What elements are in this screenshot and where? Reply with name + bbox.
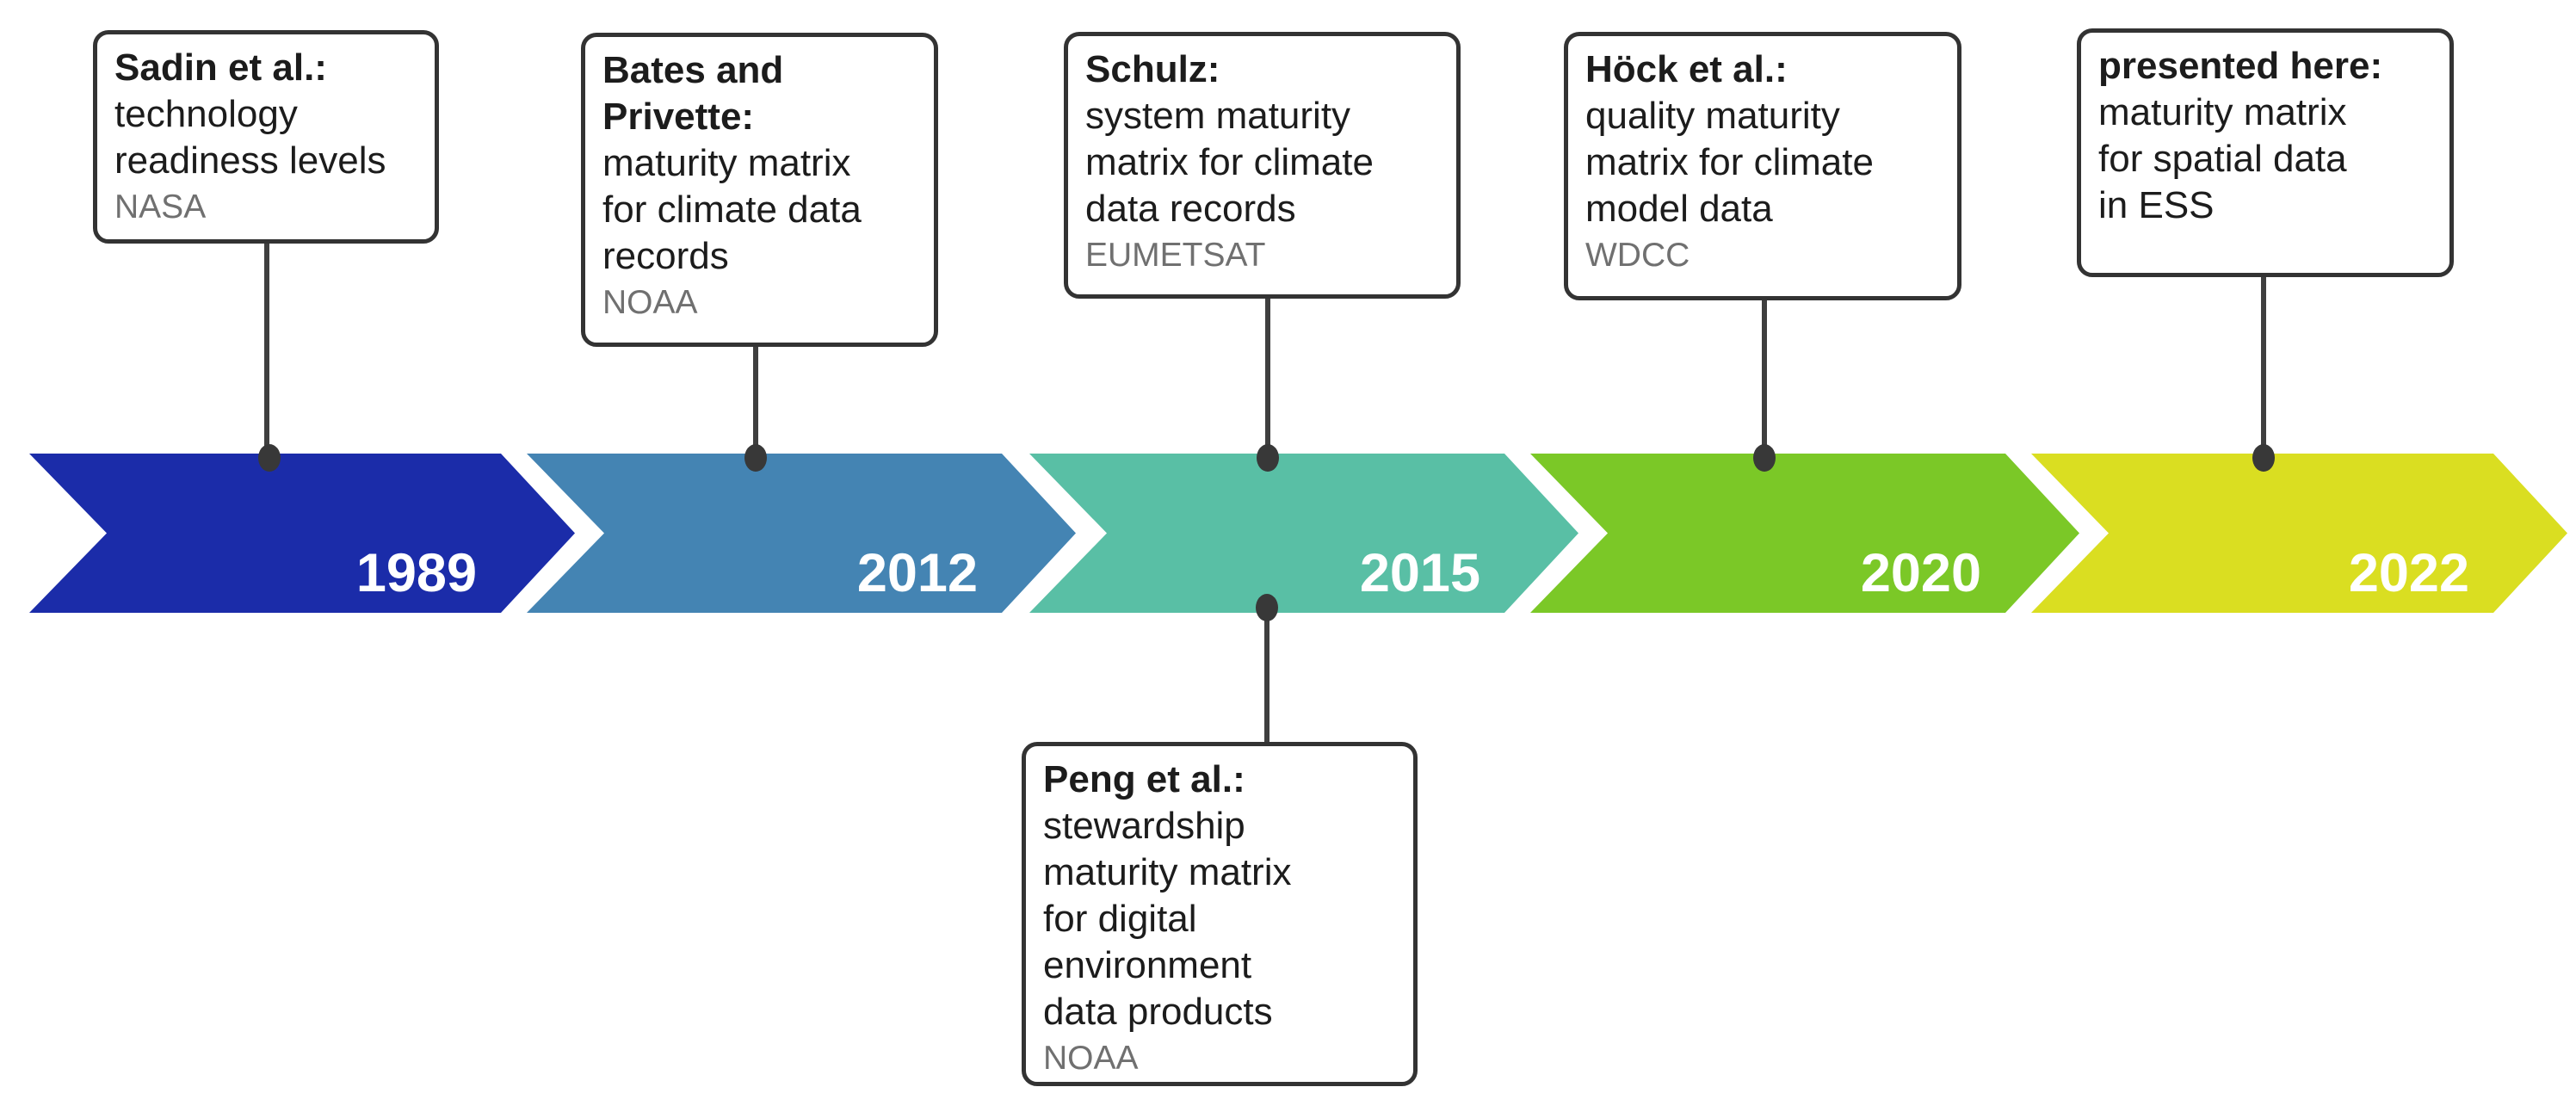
callout-body-line: for climate data [602, 188, 862, 231]
year-label-2022: 2022 [2348, 543, 2469, 603]
callout-sadin: Sadin et al.: technology readiness level… [93, 30, 439, 244]
timeline-arrow-2015: 2015 [1029, 454, 1578, 613]
year-label-1989: 1989 [355, 543, 477, 603]
callout-body-line: model data [1585, 188, 1773, 230]
callout-title: Privette: [602, 96, 755, 138]
connector-line-presented-here [2261, 272, 2266, 460]
callout-org: NOAA [602, 284, 698, 321]
callout-presented-here: presented here: maturity matrix for spat… [2077, 28, 2454, 277]
connector-dot-bates-privette [744, 444, 767, 472]
connector-line-bates-privette [753, 343, 758, 460]
callout-body-line: technology [114, 93, 298, 135]
connector-dot-schulz [1257, 444, 1279, 472]
callout-body-line: for digital [1043, 898, 1197, 940]
callout-bates-privette: Bates and Privette: maturity matrix for … [581, 33, 938, 347]
callout-body-line: maturity matrix [602, 142, 851, 184]
callout-title: presented here: [2098, 45, 2383, 87]
timeline-arrow-2012: 2012 [527, 454, 1076, 613]
timeline-arrow-2020: 2020 [1530, 454, 2079, 613]
year-label-2020: 2020 [1860, 543, 1981, 603]
callout-body-line: in ESS [2098, 184, 2215, 226]
callout-body-line: quality maturity [1585, 95, 1840, 137]
callout-title: Peng et al.: [1043, 758, 1245, 800]
callout-schulz: Schulz: system maturity matrix for clima… [1064, 32, 1461, 299]
callout-hoeck: Höck et al.: quality maturity matrix for… [1564, 32, 1961, 300]
callout-body-line: matrix for climate [1585, 141, 1874, 183]
callout-body-line: system maturity [1085, 95, 1351, 137]
connector-line-hoeck [1762, 296, 1767, 460]
year-label-2015: 2015 [1359, 543, 1480, 603]
callout-body-line: environment [1043, 944, 1252, 986]
callout-peng: Peng et al.: stewardship maturity matrix… [1022, 742, 1418, 1086]
connector-dot-sadin [258, 444, 281, 472]
connector-line-schulz [1265, 294, 1270, 460]
year-label-2012: 2012 [856, 543, 978, 603]
callout-title: Schulz: [1085, 48, 1220, 90]
timeline-arrow-2022: 2022 [2031, 454, 2567, 613]
connector-line-sadin [264, 238, 269, 460]
callout-org: EUMETSAT [1085, 237, 1266, 274]
callout-org: WDCC [1585, 237, 1690, 274]
connector-dot-peng [1256, 594, 1278, 621]
timeline-arrow-1989: 1989 [29, 454, 575, 613]
callout-title: Bates and [602, 49, 784, 91]
callout-body-line: for spatial data [2098, 138, 2347, 180]
callout-body-line: stewardship [1043, 805, 1245, 847]
callout-body-line: matrix for climate [1085, 141, 1374, 183]
callout-body-line: maturity matrix [1043, 851, 1292, 893]
callout-body-line: readiness levels [114, 139, 386, 182]
callout-body-line: data products [1043, 991, 1273, 1033]
callout-body-line: data records [1085, 188, 1296, 230]
callout-body-line: records [602, 235, 729, 277]
connector-line-peng [1264, 602, 1269, 744]
connector-dot-hoeck [1753, 444, 1776, 472]
callout-title: Sadin et al.: [114, 46, 327, 89]
callout-body-line: maturity matrix [2098, 91, 2347, 133]
callout-org: NASA [114, 188, 207, 225]
callout-title: Höck et al.: [1585, 48, 1788, 90]
connector-dot-presented-here [2252, 444, 2275, 472]
callout-org: NOAA [1043, 1040, 1139, 1077]
